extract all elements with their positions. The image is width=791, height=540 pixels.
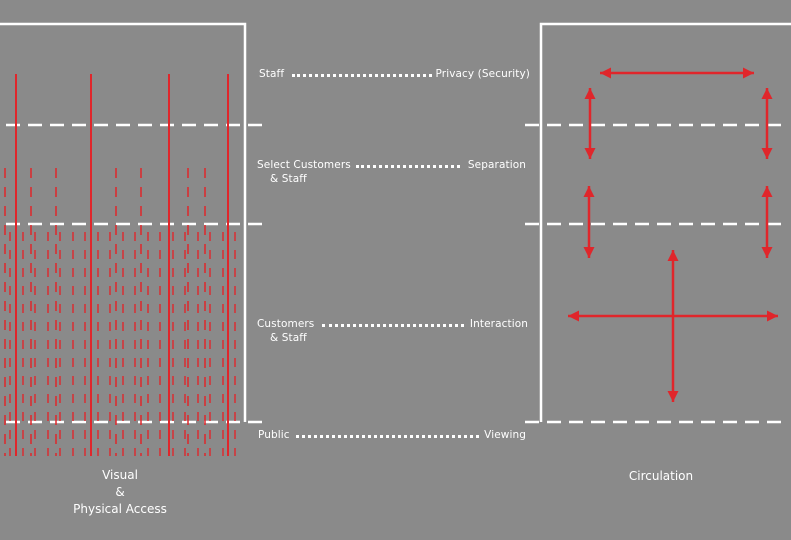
tier-privacy-label: Privacy (Security) (435, 68, 530, 80)
left-caption-line1: Visual (102, 468, 138, 482)
tier-viewing-label: Viewing (484, 429, 526, 441)
circulation-middle-right-vertical-arrow-head (761, 186, 773, 197)
left-building-outline (0, 22, 247, 422)
right-building-outline (539, 22, 791, 422)
circulation-upper-right-vertical-arrow (761, 88, 773, 159)
circulation-upper-left-vertical-arrow (584, 88, 596, 159)
tier-customers-leader (322, 324, 464, 327)
tier-customers-label: Customers (257, 318, 315, 330)
circulation-upper-left-vertical-arrow-head (584, 148, 596, 159)
tier-public-leader (296, 435, 479, 438)
circulation-lower-horizontal-arrow-head (568, 310, 579, 322)
tier-select-staff-label: & Staff (270, 173, 307, 185)
circulation-middle-left-vertical-arrow (583, 186, 595, 258)
circulation-top-horizontal-arrow-head (600, 67, 611, 79)
circulation-top-horizontal-arrow (600, 67, 754, 79)
circulation-lower-vertical-arrow-head (667, 250, 679, 261)
circulation-lower-vertical-arrow (667, 250, 679, 402)
tier-interaction-label: Interaction (469, 318, 528, 330)
circulation-upper-left-vertical-arrow-head (584, 88, 596, 99)
circulation-upper-right-vertical-arrow-head (761, 148, 773, 159)
left-caption: Visual & Physical Access (50, 467, 190, 518)
tier-public-label: Public (258, 429, 290, 441)
circulation-lower-horizontal-arrow-head (767, 310, 778, 322)
tier-staff-label: Staff (259, 68, 285, 80)
circulation-middle-right-vertical-arrow-head (761, 247, 773, 258)
circulation-middle-left-vertical-arrow-head (583, 186, 595, 197)
tier-staff-leader (292, 74, 432, 77)
circulation-lower-vertical-arrow-head (667, 391, 679, 402)
right-tier-dividers (525, 123, 785, 424)
circulation-middle-left-vertical-arrow-head (583, 247, 595, 258)
circulation-upper-right-vertical-arrow-head (761, 88, 773, 99)
tier-select-customers-label: Select Customers (257, 159, 351, 171)
circulation-top-horizontal-arrow-head (743, 67, 754, 79)
access-lines (4, 74, 236, 456)
right-caption: Circulation (628, 469, 694, 483)
circulation-middle-right-vertical-arrow (761, 186, 773, 258)
left-caption-line3: Physical Access (73, 502, 167, 516)
tier-select-leader (356, 165, 460, 168)
tier-separation-label: Separation (467, 159, 526, 171)
left-caption-line2: & (115, 485, 125, 499)
circulation-arrows (568, 67, 778, 402)
tier-customers-staff-label: & Staff (270, 332, 307, 344)
